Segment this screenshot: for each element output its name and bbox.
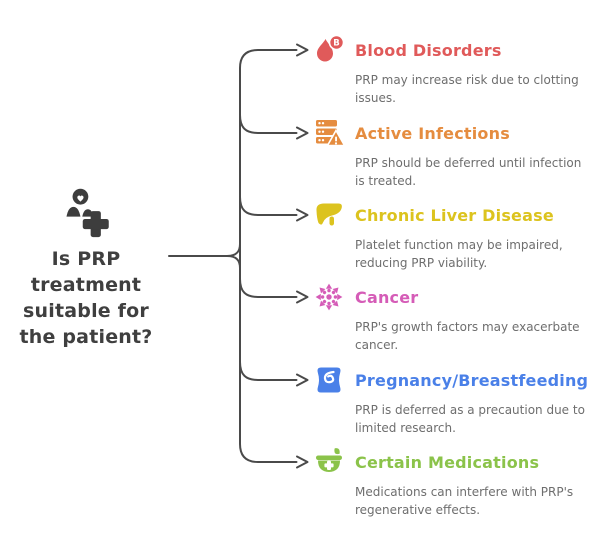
patient-medical-icon xyxy=(60,186,112,238)
connector-group xyxy=(168,43,309,469)
branch-description: PRP may increase risk due to clotting is… xyxy=(355,73,579,105)
decision-question: Is PRP treatment suitable for the patien… xyxy=(19,248,153,348)
branch-description: PRP's growth factors may exacerbate canc… xyxy=(355,320,580,352)
decision-node: Is PRP treatment suitable for the patien… xyxy=(5,186,167,350)
connector-fork-down xyxy=(226,255,241,269)
branch-title: Chronic Liver Disease xyxy=(355,205,554,225)
arrowhead-icon xyxy=(296,373,309,387)
branch-item-pregnancy-breastfeeding: Pregnancy/Breastfeeding PRP is deferred … xyxy=(313,364,598,437)
liver-icon xyxy=(313,199,345,231)
branch-title: Certain Medications xyxy=(355,452,540,472)
connector-branch xyxy=(239,196,298,216)
connector-branch xyxy=(239,278,298,298)
branch-title: Cancer xyxy=(355,287,419,307)
arrowhead-icon xyxy=(296,126,309,140)
branch-item-blood-disorders: B Blood Disorders PRP may increase risk … xyxy=(313,34,598,107)
connector-trunk xyxy=(239,49,298,463)
arrowhead-icon xyxy=(296,208,309,222)
branch-title: Pregnancy/Breastfeeding xyxy=(355,370,589,390)
branch-description: Platelet function may be impaired, reduc… xyxy=(355,238,563,270)
connector-branch xyxy=(239,361,298,381)
branch-item-cancer: Cancer PRP's growth factors may exacerba… xyxy=(313,281,598,354)
mortar-pestle-icon xyxy=(313,446,345,478)
blood-drop-icon: B xyxy=(313,34,345,66)
branch-item-certain-medications: Certain Medications Medications can inte… xyxy=(313,446,598,519)
branch-description: PRP is deferred as a precaution due to l… xyxy=(355,403,585,435)
server-warning-icon xyxy=(313,117,345,149)
branch-item-chronic-liver-disease: Chronic Liver Disease Platelet function … xyxy=(313,199,598,272)
branch-description: Medications can interfere with PRP's reg… xyxy=(355,485,574,517)
branch-title: Active Infections xyxy=(355,123,510,143)
connector-fork-up xyxy=(226,243,241,257)
svg-text:B: B xyxy=(333,39,339,49)
connector-branch xyxy=(239,114,298,134)
branch-description: PRP should be deferred until infection i… xyxy=(355,156,582,188)
arrowhead-icon xyxy=(296,290,309,304)
branch-title: Blood Disorders xyxy=(355,40,502,60)
branch-item-active-infections: Active Infections PRP should be deferred… xyxy=(313,117,598,190)
arrowhead-icon xyxy=(296,455,309,469)
arrowhead-icon xyxy=(296,43,309,57)
cancer-cells-icon xyxy=(313,281,345,313)
pregnancy-icon xyxy=(313,364,345,396)
